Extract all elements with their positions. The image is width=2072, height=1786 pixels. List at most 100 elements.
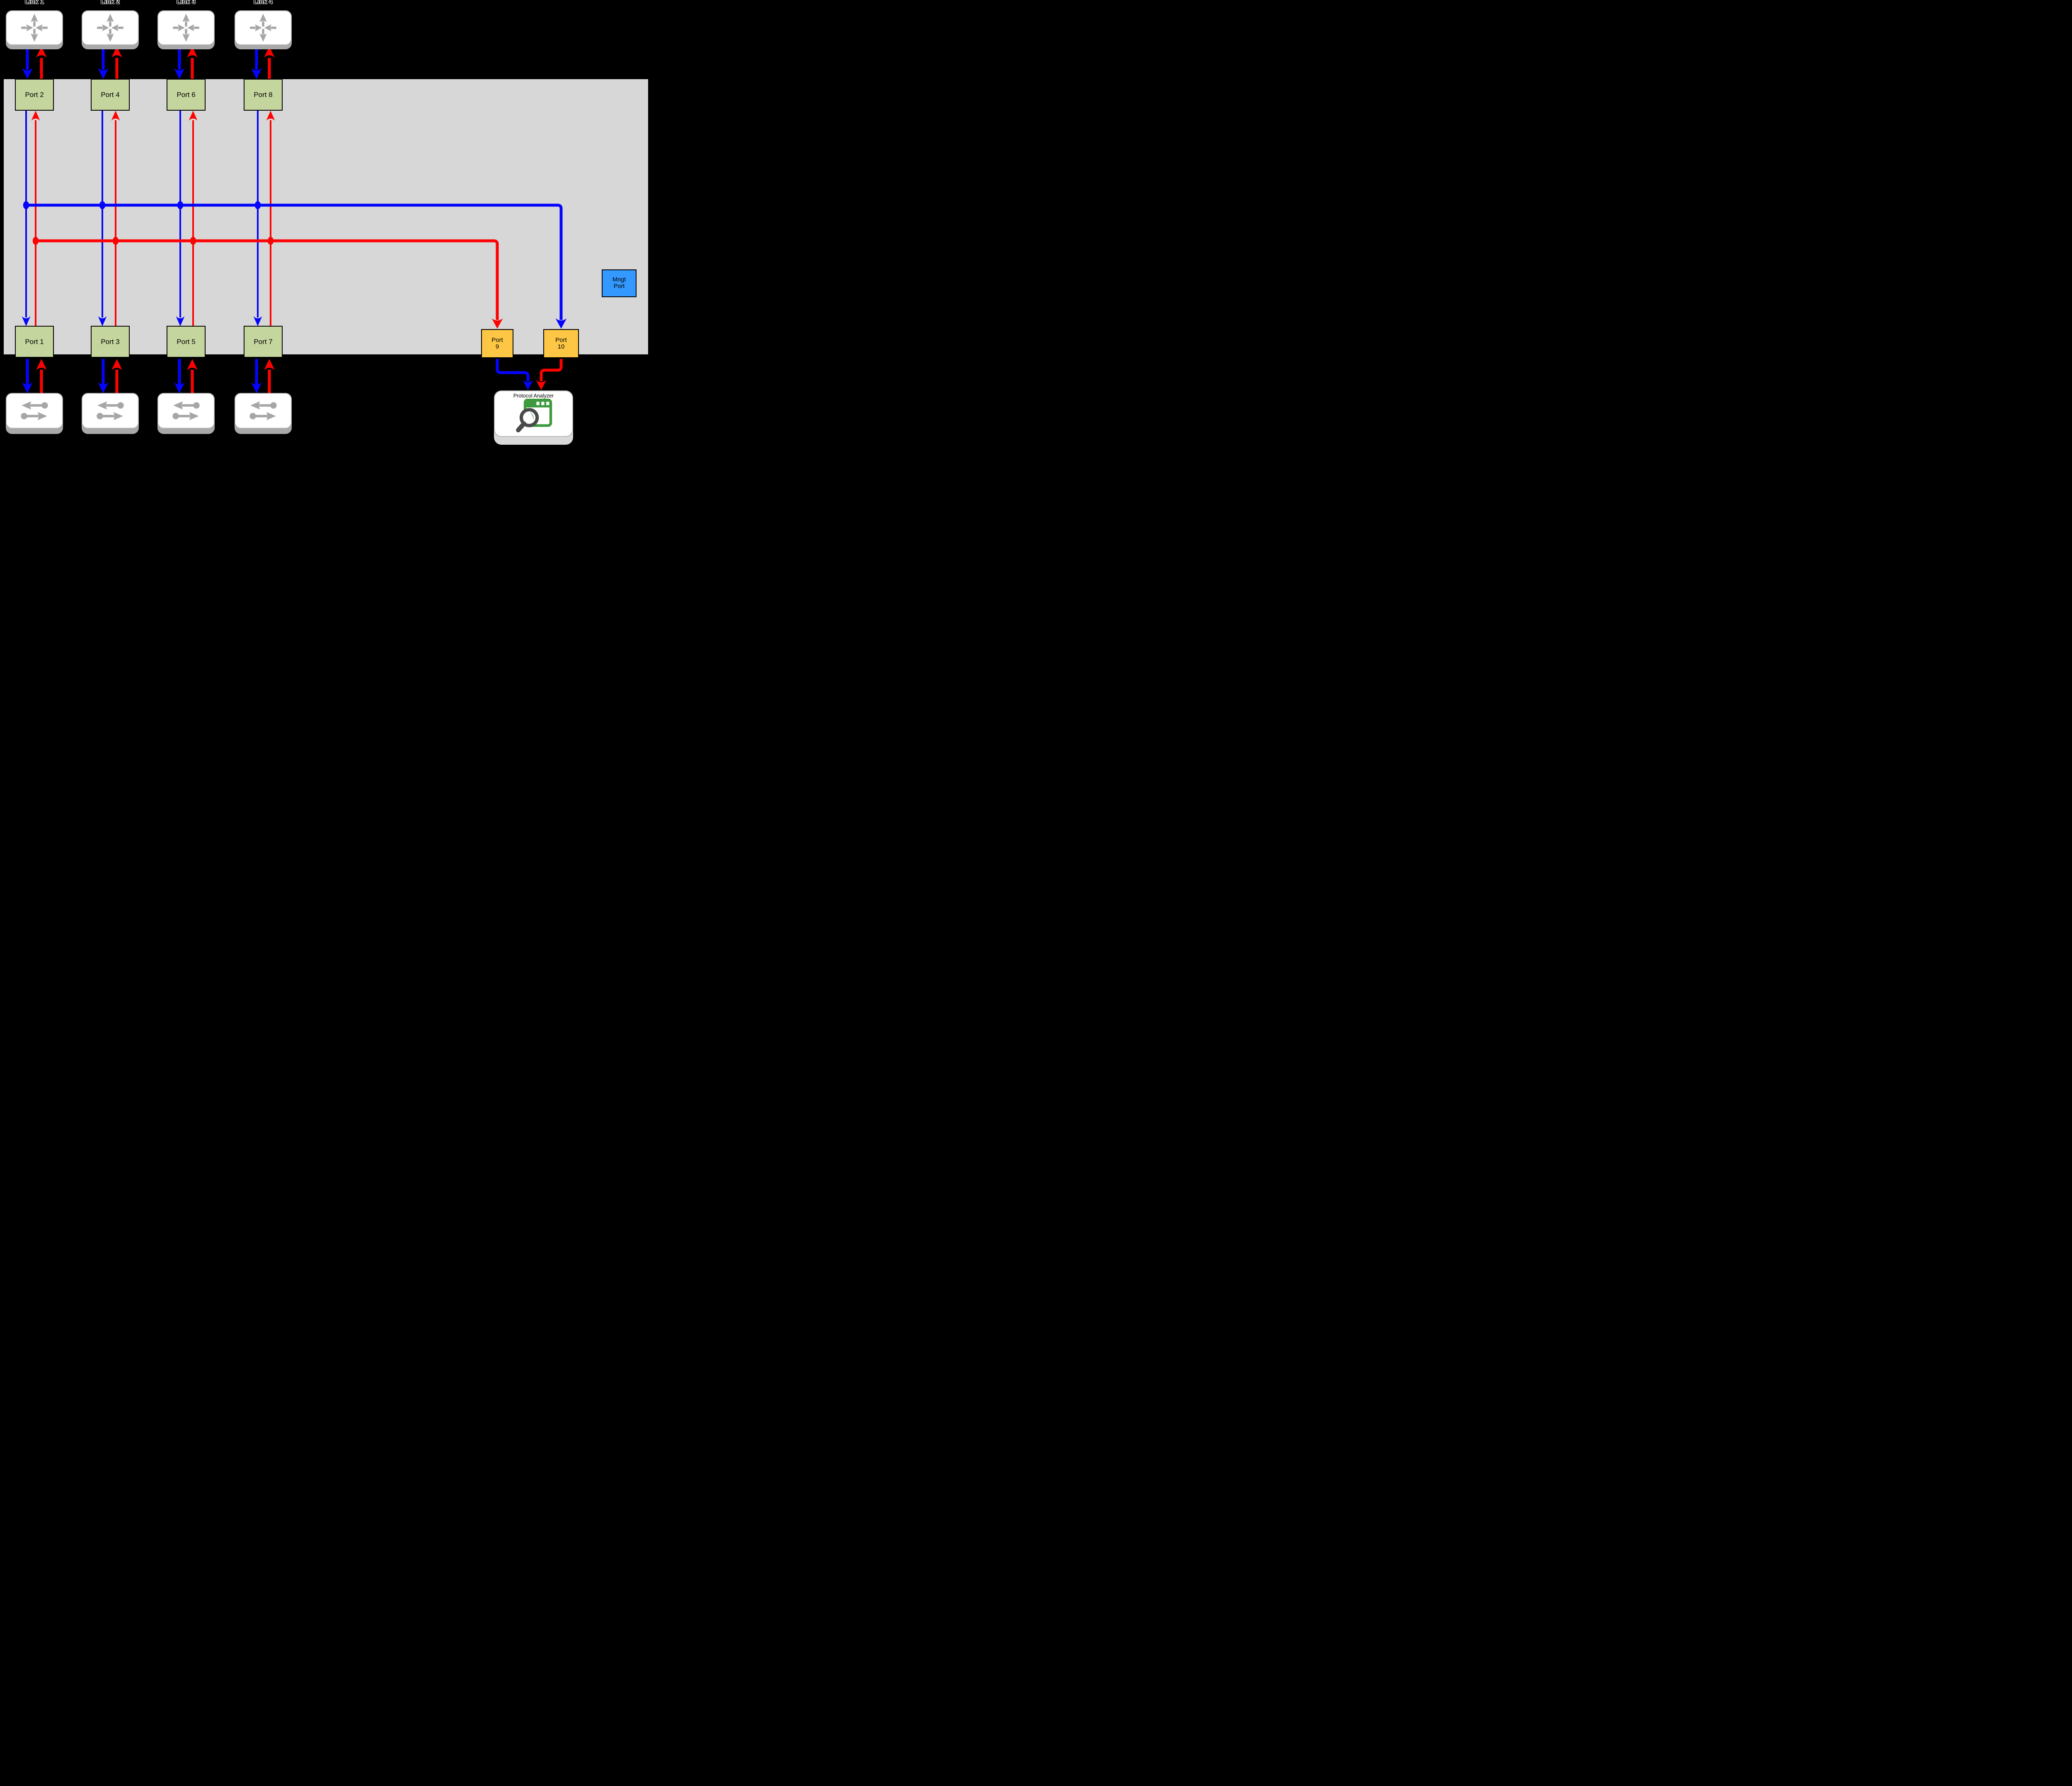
router-node-link4	[235, 10, 292, 49]
red-bus-junction-dot	[190, 237, 196, 245]
switch-arrows	[97, 401, 124, 420]
port-7: Port 7	[244, 326, 283, 358]
link-rx-arrowhead	[22, 68, 33, 79]
port-10-label-line2: 10	[557, 343, 565, 350]
switch-arrows	[249, 401, 277, 420]
mngt-label-line2: Port	[613, 283, 625, 290]
switch-arrows	[21, 401, 48, 420]
link-label-2: Link 2	[101, 0, 120, 5]
protocol-analyzer-node: Protocol Analyzer	[494, 390, 573, 445]
router-body	[82, 10, 139, 45]
router-body	[6, 10, 63, 45]
port-8: Port 8	[244, 79, 283, 111]
switch-arrows	[172, 401, 200, 420]
router-arrows	[173, 13, 199, 42]
window-button	[536, 402, 540, 405]
blue-bus-junction-dot	[23, 201, 29, 209]
port9-to-analyzer-path	[496, 359, 530, 381]
red-bus-arrowhead	[491, 318, 503, 329]
blue-aggregation-bus	[26, 204, 563, 320]
port-3: Port 3	[91, 326, 130, 358]
switch-tx-arrowhead	[111, 359, 122, 370]
red-bus-junction-dot	[32, 237, 39, 245]
switch-rx-arrowhead	[174, 382, 185, 393]
switch-node-4	[235, 393, 292, 434]
port-1: Port 1	[15, 326, 54, 358]
switch-tx-arrowhead	[36, 359, 47, 370]
link-label-1: Link 1	[25, 0, 44, 5]
link-tx-arrowhead	[187, 46, 198, 58]
router-body	[157, 10, 215, 45]
switch-icon	[249, 401, 277, 420]
magnifier-icon	[516, 408, 539, 433]
router-icon	[21, 13, 48, 42]
internal-red-arrowhead	[111, 111, 120, 121]
router-node-link3	[157, 10, 215, 49]
router-arrows	[97, 13, 123, 42]
link-rx-arrowhead	[174, 68, 185, 79]
network-tap-diagram: Link 1 Link 2 Link 3 Link 4 Port 2 Port …	[0, 0, 653, 446]
switch-tx-arrowhead	[264, 359, 275, 370]
internal-red-arrowhead	[31, 111, 40, 121]
router-node-link1	[6, 10, 63, 49]
port-5: Port 5	[167, 326, 206, 358]
switch-node-3	[157, 393, 215, 434]
internal-blue-arrowhead	[22, 316, 31, 326]
red-bus-junction-dot	[267, 237, 274, 245]
protocol-analyzer-icon	[516, 399, 552, 433]
blue-bus-junction-dot	[177, 201, 184, 209]
switch-icon	[21, 401, 48, 420]
red-bus-junction-dot	[112, 237, 119, 245]
router-body	[235, 10, 292, 45]
internal-red-arrowhead	[266, 111, 275, 121]
window-button	[541, 402, 545, 405]
router-node-link2	[82, 10, 139, 49]
port10-to-analyzer-arrowhead	[536, 380, 547, 390]
switch-tx-arrowhead	[187, 359, 198, 370]
link-label-4: Link 4	[254, 0, 273, 5]
link-rx-arrowhead	[98, 68, 109, 79]
magnifier-handle	[516, 421, 526, 433]
packet-broker-chassis	[2, 78, 649, 356]
blue-bus-arrowhead	[555, 318, 567, 329]
switch-body	[6, 393, 63, 429]
window-button	[546, 402, 549, 405]
router-icon	[173, 13, 199, 42]
port-10-label-line1: Port	[555, 336, 567, 344]
analyzer-title: Protocol Analyzer	[513, 393, 554, 399]
switch-rx-arrowhead	[22, 382, 33, 393]
switch-rx-arrowhead	[251, 382, 262, 393]
router-icon	[97, 13, 123, 42]
analyzer-body: Protocol Analyzer	[494, 390, 573, 437]
mngt-label-line1: Mngt	[612, 276, 626, 283]
router-arrows	[250, 13, 276, 42]
link-tx-arrowhead	[111, 46, 122, 58]
internal-blue-arrowhead	[176, 316, 185, 326]
port-4: Port 4	[91, 79, 130, 111]
link-tx-arrowhead	[264, 46, 275, 58]
blue-bus-junction-dot	[254, 201, 261, 209]
port-10: Port 10	[543, 329, 579, 358]
internal-blue-arrowhead	[98, 316, 107, 326]
magnifier-lens	[519, 408, 539, 427]
link-rx-arrowhead	[251, 68, 262, 79]
switch-body	[157, 393, 215, 429]
switch-icon	[172, 401, 200, 420]
link-tx-arrowhead	[36, 46, 47, 58]
traffic-wires-layer	[22, 46, 567, 394]
port-9: Port 9	[481, 329, 513, 358]
port-2: Port 2	[15, 79, 54, 111]
switch-body	[235, 393, 292, 429]
switch-icon	[97, 401, 124, 420]
switch-node-1	[6, 393, 63, 434]
internal-blue-arrowhead	[253, 316, 262, 326]
router-arrows	[21, 13, 48, 42]
port9-to-analyzer-arrowhead	[523, 380, 533, 390]
port-6: Port 6	[167, 79, 206, 111]
red-aggregation-bus	[36, 239, 499, 320]
internal-red-arrowhead	[189, 111, 198, 121]
port-9-label-line1: Port	[491, 336, 503, 344]
router-icon	[250, 13, 276, 42]
port10-to-analyzer-path	[540, 359, 563, 381]
switch-rx-arrowhead	[98, 382, 109, 393]
